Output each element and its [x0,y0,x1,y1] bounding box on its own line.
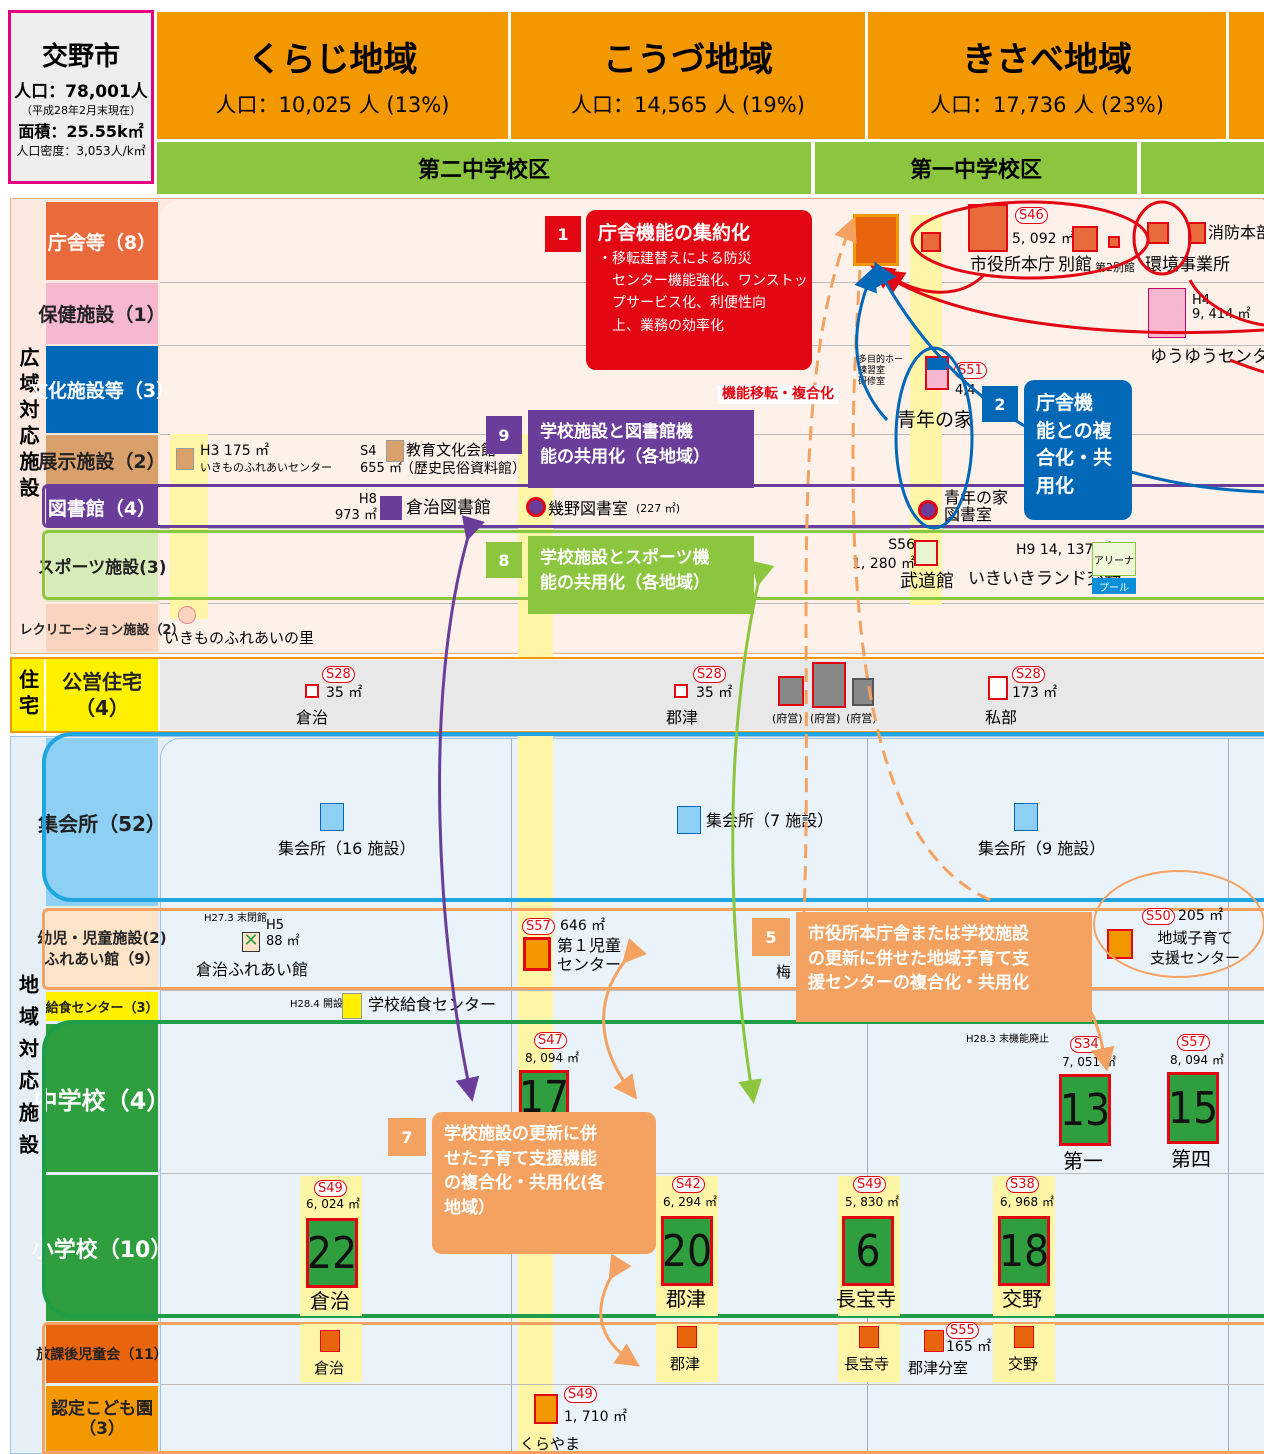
city-population-note: （平成28年2月末現在） [21,103,141,117]
region-kouzu: こうづ地域 人口：14,565 人 (19%) [511,12,867,139]
kyoiku-square [386,440,404,462]
flow-label: 機能移転・複合化 [718,385,838,405]
city-name: 交野市 [41,41,120,72]
school-18: 18 [998,1216,1050,1286]
note-1-number: 1 [545,216,581,252]
region-next [1229,12,1264,139]
office-annex [1072,226,1098,252]
note-2-number: 2 [982,386,1018,422]
note-9: 学校施設と図書館機 能の共用化（各地域） [528,410,754,488]
cat-sports: スポーツ施設(3) [37,529,167,602]
group-label-wide: 広域対応施設 [16,347,40,503]
cat-kyushoku: 給食センター（3） [45,992,159,1021]
cat-recre: レクリエーション施設（2） [20,604,184,652]
note-7: 学校施設の更新に併 せた子育て支援機能 の複合化・共用化(各 地域） [432,1112,656,1254]
cat-houkago: 放課後児童会（11） [36,1324,168,1383]
note-8: 学校施設とスポーツ機 能の共用化（各地域） [528,536,754,614]
city-area: 面積：25.55k㎡ [18,121,144,141]
cat-tosho: 図書館（4） [46,487,158,527]
pool-box: プール [1092,578,1136,594]
region-name: きさべ地域 [962,40,1132,80]
year-badge: S42 [672,1176,705,1193]
seinen-library-dot [918,500,938,520]
cat-chugaku: 中学校（4） [34,1024,170,1172]
region-population: 人口：14,565 人 (19%) [571,93,805,117]
year-badge: S57 [522,918,555,935]
school-15: 15 [1167,1072,1219,1144]
year-badge: S57 [1177,1034,1210,1051]
cat-tenji: 展示施設（2） [38,435,166,485]
school-13: 13 [1059,1074,1111,1146]
yuyu-square [1148,288,1186,338]
year-badge: S49 [564,1386,597,1403]
district-2nd: 第二中学校区 [157,142,813,194]
region-population: 人口：10,025 人 (13%) [215,93,450,117]
note-5: 市役所本庁舎または学校施設 の更新に併せた地域子育て支 援センターの複合化・共用… [796,912,1092,1022]
note-2: 庁舎機 能との複 合化・共 用化 [1024,380,1132,520]
region-population: 人口：17,736 人 (23%) [930,93,1164,117]
office-env [1147,222,1169,244]
cat-chousha: 庁舎等（8） [46,202,158,280]
ikuno-library-dot [526,497,546,517]
district-next [1141,142,1264,194]
office-small-1 [921,232,941,252]
cat-kodomoen: 認定こども園 （3） [46,1386,158,1452]
region-name: こうづ地域 [603,40,773,80]
note-8-number: 8 [486,542,522,578]
year-badge: S28 [1012,666,1045,683]
ikimono-sato-circle [178,606,196,624]
office-main [968,204,1008,252]
year-badge: S55 [946,1322,979,1339]
note-5-number: 5 [752,918,790,956]
year-badge: S49 [314,1180,347,1197]
cat-jutaku: 公営住宅 （4） [46,659,158,731]
budokan-square [914,540,938,566]
year-badge: S38 [1006,1176,1039,1193]
year-badge: S28 [322,666,355,683]
note-9-number: 9 [486,416,522,454]
district-1st: 第一中学校区 [815,142,1139,194]
group-label-local: 地域対応施設 [15,974,40,1166]
shukai-band [42,732,1264,902]
group-label-housing: 住宅 [12,659,44,731]
arena-box: アリーナ [1092,542,1136,576]
kuraji-library-square [380,496,402,520]
office-annex2 [1108,236,1120,248]
cat-hoken: 保健施設（1） [38,283,166,344]
year-badge: S46 [1015,207,1048,224]
school-22: 22 [306,1218,358,1288]
youji-band [42,908,1264,990]
cat-bunka: 文化施設等（3） [29,346,175,433]
school-20: 20 [661,1216,713,1286]
cat-youji: 幼児・児童施設(2) ふれあい館（9） [37,910,167,988]
city-density: 人口密度：3,053人/k㎡ [16,143,146,158]
region-name: くらじ地域 [247,40,418,80]
houkago-band [42,1322,1264,1454]
city-population: 人口：78,001人 [14,81,148,102]
city-summary: 交野市 人口：78,001人 （平成28年2月末現在） 面積：25.55k㎡ 人… [8,10,154,184]
region-kisabe: きさべ地域 人口：17,736 人 (23%) [868,12,1228,139]
school-band [42,1020,1264,1318]
year-badge: S28 [693,666,726,683]
year-badge: S49 [853,1176,886,1193]
school-6: 6 [842,1216,894,1286]
note-1: 庁舎機能の集約化 ・移転建替えによる防災 センター機能強化、ワンストッ プサービ… [586,210,812,370]
ikimono-center-square [176,448,194,470]
note-7-number: 7 [388,1118,426,1156]
region-kuraji: くらじ地域 人口：10,025 人 (13%) [157,12,510,139]
year-badge: S47 [534,1032,567,1049]
